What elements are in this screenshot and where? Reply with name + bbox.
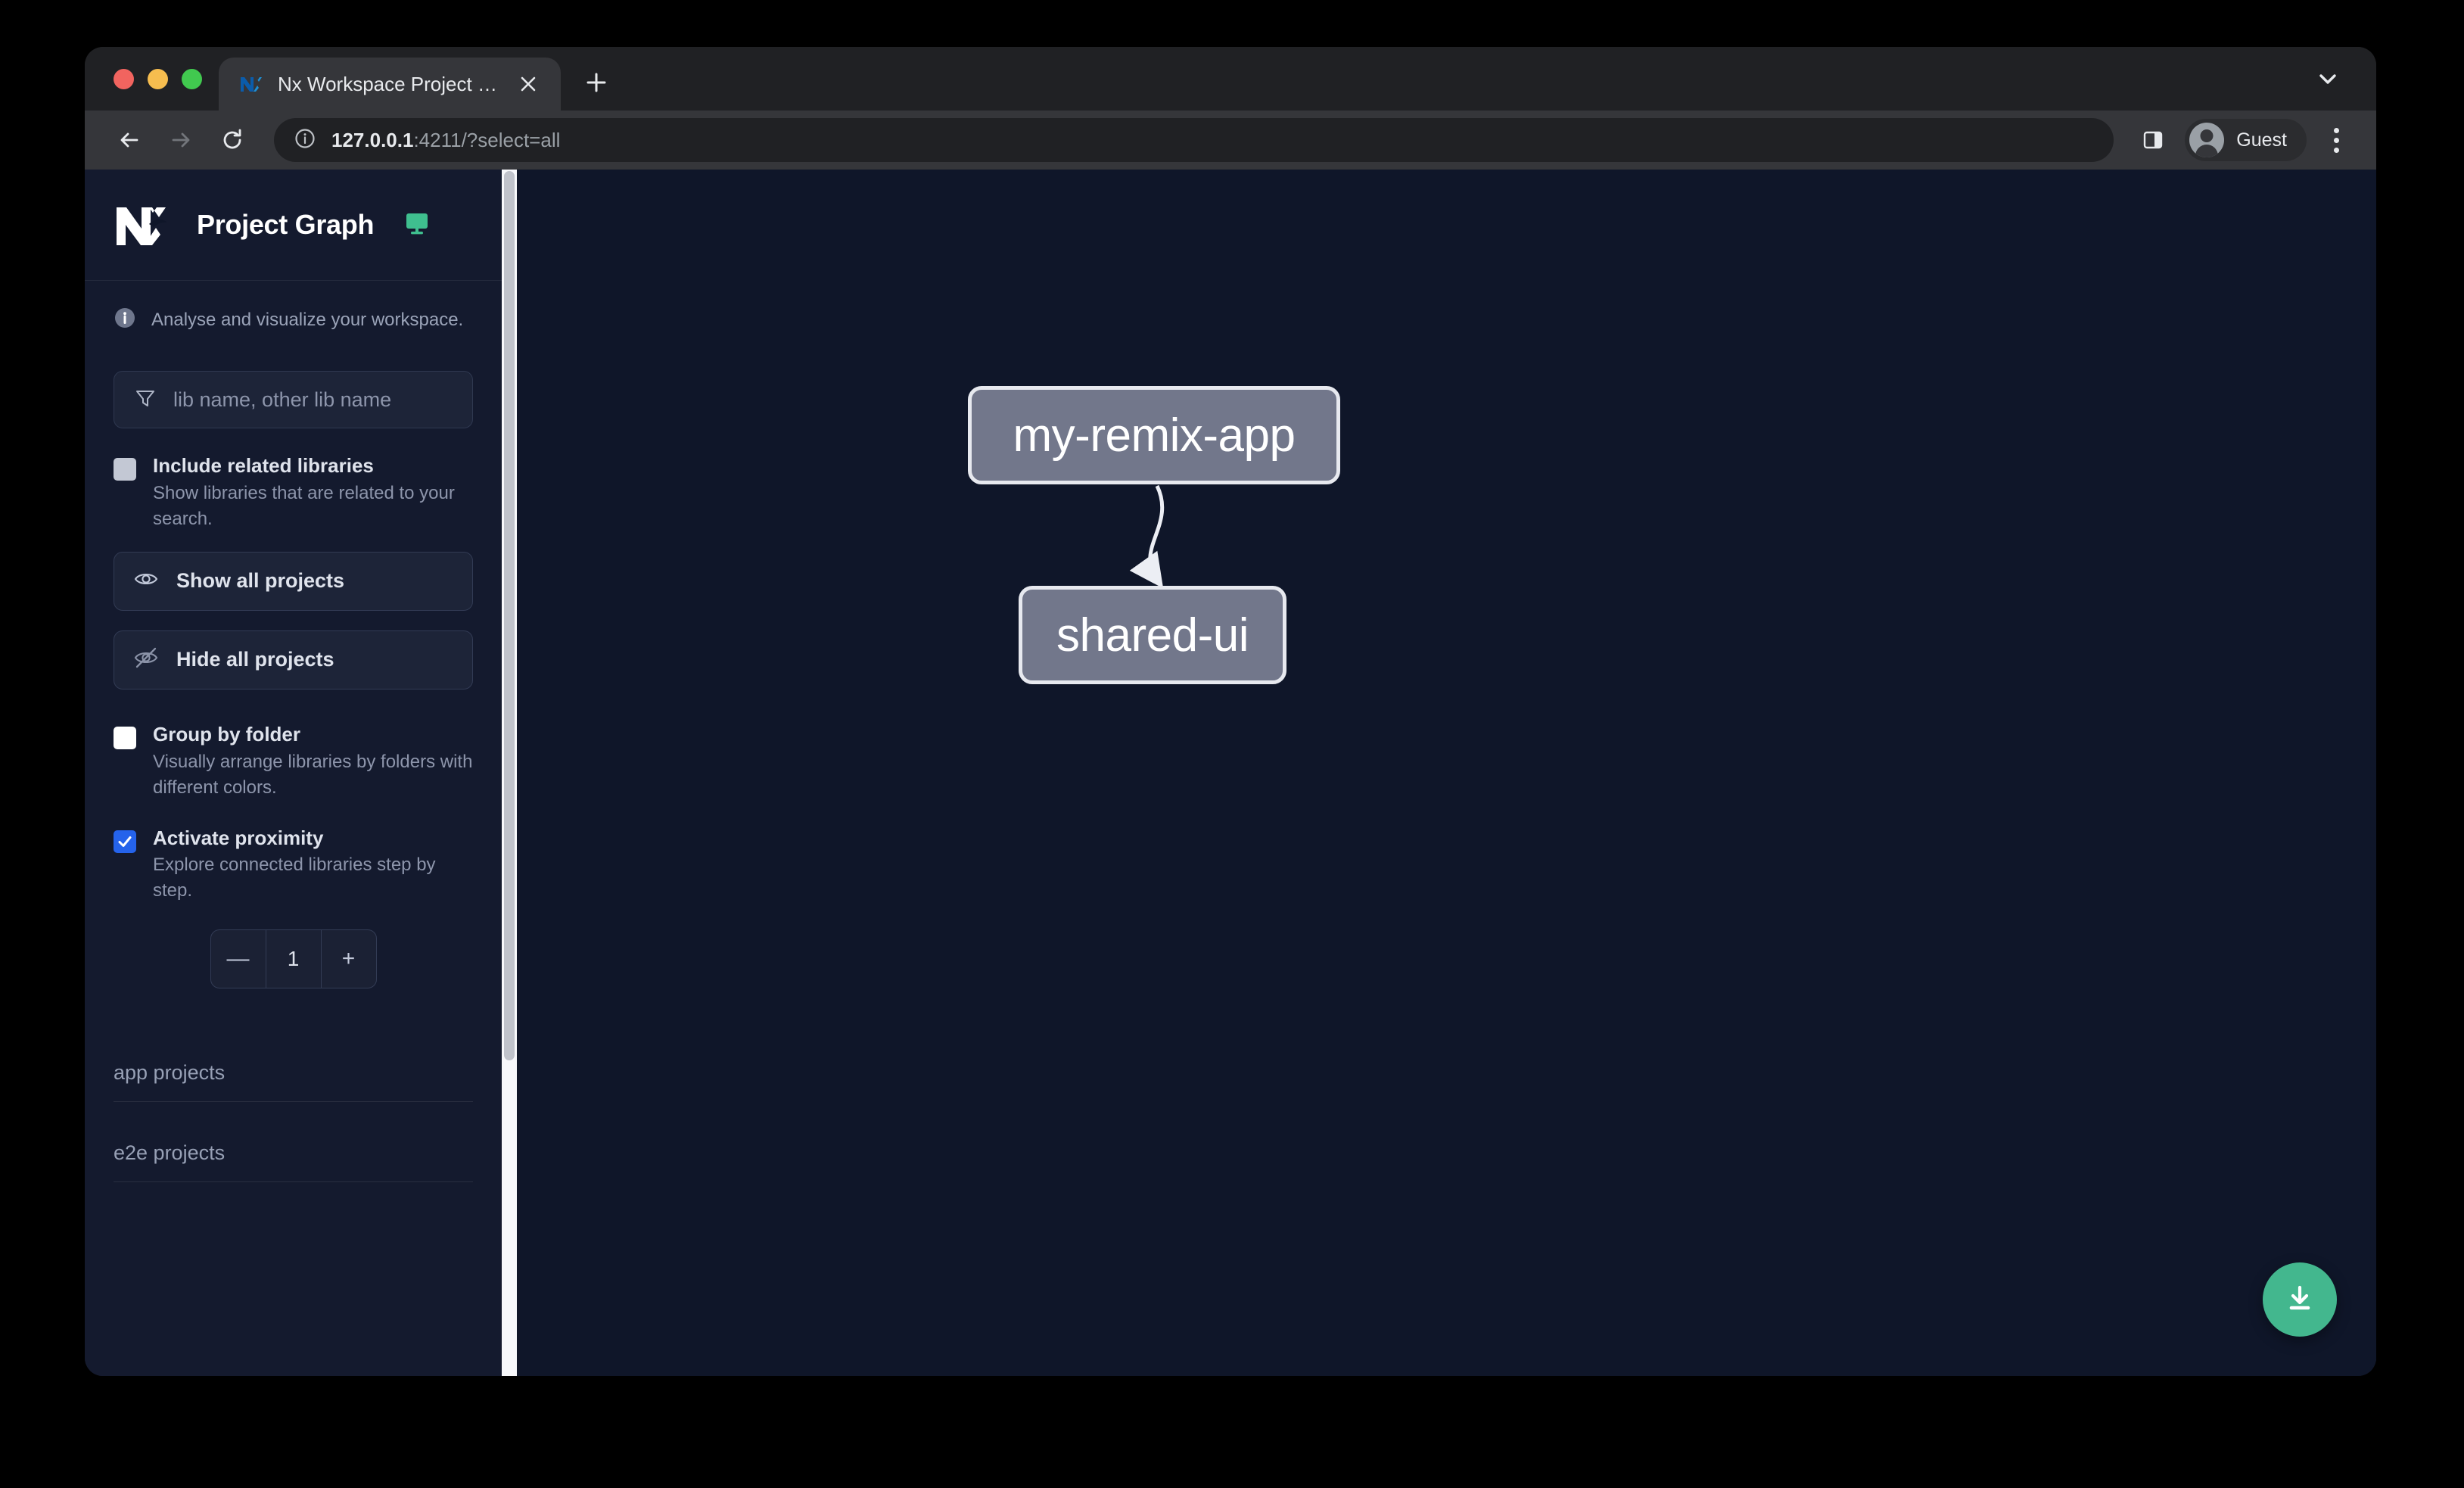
group-by-folder-text: Group by folder Visually arrange librari…: [153, 723, 473, 801]
address-bar-host: 127.0.0.1: [331, 128, 414, 151]
browser-tab[interactable]: Nx Workspace Project Graph: [219, 58, 561, 111]
arrow-right-icon[interactable]: [159, 118, 203, 162]
group-by-folder-label: Group by folder: [153, 722, 300, 746]
proximity-value: 1: [265, 930, 322, 988]
proximity-increment-button[interactable]: +: [341, 946, 356, 972]
browser-toolbar: 127.0.0.1:4211/?select=all Guest: [85, 111, 2376, 170]
close-icon[interactable]: [512, 68, 544, 100]
person-avatar-icon: [2189, 123, 2225, 157]
window-traffic-lights: [106, 47, 219, 111]
include-related-libraries-text: Include related libraries Show libraries…: [153, 454, 473, 532]
sidebar-scrollbar-thumb[interactable]: [504, 171, 515, 1060]
include-related-libraries-checkbox[interactable]: [114, 458, 136, 481]
app-projects-title: app projects: [114, 1061, 226, 1085]
tagline: Analyse and visualize your workspace.: [85, 281, 502, 348]
reload-icon[interactable]: [210, 118, 254, 162]
tagline-text: Analyse and visualize your workspace.: [151, 309, 464, 330]
eye-icon: [134, 567, 158, 595]
minimize-window-button[interactable]: [148, 68, 168, 89]
hide-all-projects-label: Hide all projects: [176, 648, 334, 671]
graph-edges: [1129, 484, 1165, 589]
info-icon: [114, 307, 136, 333]
sidebar-scrollbar[interactable]: [502, 170, 517, 1376]
new-tab-button[interactable]: [574, 61, 618, 104]
activate-proximity-label: Activate proximity: [153, 826, 324, 849]
browser-window: Nx Workspace Project Graph: [85, 47, 2376, 1376]
toolbar-right-group: Guest: [2132, 118, 2357, 162]
project-sections: app projects e2e projects: [85, 1038, 502, 1183]
sidebar-section-app-projects[interactable]: app projects: [114, 1038, 473, 1103]
graph-edge-my-remix-app-to-shared-ui: [1129, 484, 1165, 589]
project-graph-canvas[interactable]: my-remix-app shared-ui: [518, 170, 2376, 1376]
group-by-folder-checkbox[interactable]: [114, 726, 136, 749]
address-bar[interactable]: 127.0.0.1:4211/?select=all: [274, 118, 2114, 162]
activate-proximity-checkbox[interactable]: [114, 830, 136, 853]
include-related-libraries-description: Show libraries that are related to your …: [153, 482, 455, 529]
chevron-down-icon[interactable]: [2310, 61, 2346, 97]
activate-proximity-text: Activate proximity Explore connected lib…: [153, 826, 473, 904]
activate-proximity-description: Explore connected libraries step by step…: [153, 855, 436, 901]
funnel-filter-icon: [134, 387, 157, 413]
side-panel-icon[interactable]: [2132, 119, 2174, 161]
tab-strip: Nx Workspace Project Graph: [85, 47, 2376, 111]
arrow-left-icon[interactable]: [107, 118, 151, 162]
include-related-libraries-label: Include related libraries: [153, 454, 374, 477]
include-related-libraries-checkbox-row[interactable]: Include related libraries Show libraries…: [114, 454, 473, 532]
nx-favicon-icon: [238, 72, 263, 96]
graph-node-label: shared-ui: [1056, 609, 1249, 662]
graph-node-label: my-remix-app: [1013, 409, 1296, 462]
maximize-window-button[interactable]: [182, 68, 202, 89]
e2e-projects-title: e2e projects: [114, 1141, 226, 1165]
graph-node-shared-ui[interactable]: shared-ui: [1019, 586, 1286, 684]
hide-all-projects-button[interactable]: Hide all projects: [114, 630, 473, 690]
page-title: Project Graph: [197, 209, 375, 240]
activate-proximity-checkbox-row[interactable]: Activate proximity Explore connected lib…: [114, 826, 473, 904]
proximity-decrement-button[interactable]: —: [226, 946, 250, 972]
sidebar: Project Graph Analy: [85, 170, 517, 1376]
monitor-icon[interactable]: [404, 210, 430, 240]
download-icon: [2282, 1281, 2317, 1319]
search-input-placeholder: lib name, other lib name: [173, 388, 392, 411]
nx-logo-icon: [114, 201, 171, 248]
group-by-folder-description: Visually arrange libraries by folders wi…: [153, 751, 473, 798]
three-dot-menu-icon[interactable]: [2316, 118, 2357, 162]
sidebar-header: Project Graph: [85, 170, 502, 281]
download-graph-button[interactable]: [2263, 1262, 2337, 1337]
address-bar-url: 127.0.0.1:4211/?select=all: [331, 129, 560, 152]
address-bar-path: :4211/?select=all: [413, 128, 561, 151]
sidebar-section-e2e-projects[interactable]: e2e projects: [114, 1102, 473, 1183]
page-content: Project Graph Analy: [85, 170, 2376, 1376]
profile-name: Guest: [2236, 129, 2287, 151]
proximity-stepper: — 1 +: [210, 929, 377, 989]
profile-button[interactable]: Guest: [2185, 119, 2307, 161]
info-circle-icon[interactable]: [294, 127, 316, 154]
tab-title: Nx Workspace Project Graph: [278, 72, 497, 95]
show-all-projects-label: Show all projects: [176, 569, 345, 593]
show-all-projects-button[interactable]: Show all projects: [114, 551, 473, 611]
graph-node-my-remix-app[interactable]: my-remix-app: [968, 386, 1340, 484]
close-window-button[interactable]: [114, 68, 134, 89]
search-input[interactable]: lib name, other lib name: [114, 371, 473, 428]
group-by-folder-checkbox-row[interactable]: Group by folder Visually arrange librari…: [114, 723, 473, 801]
sidebar-controls: lib name, other lib name Include related…: [85, 348, 502, 989]
eye-slash-icon: [134, 646, 158, 674]
